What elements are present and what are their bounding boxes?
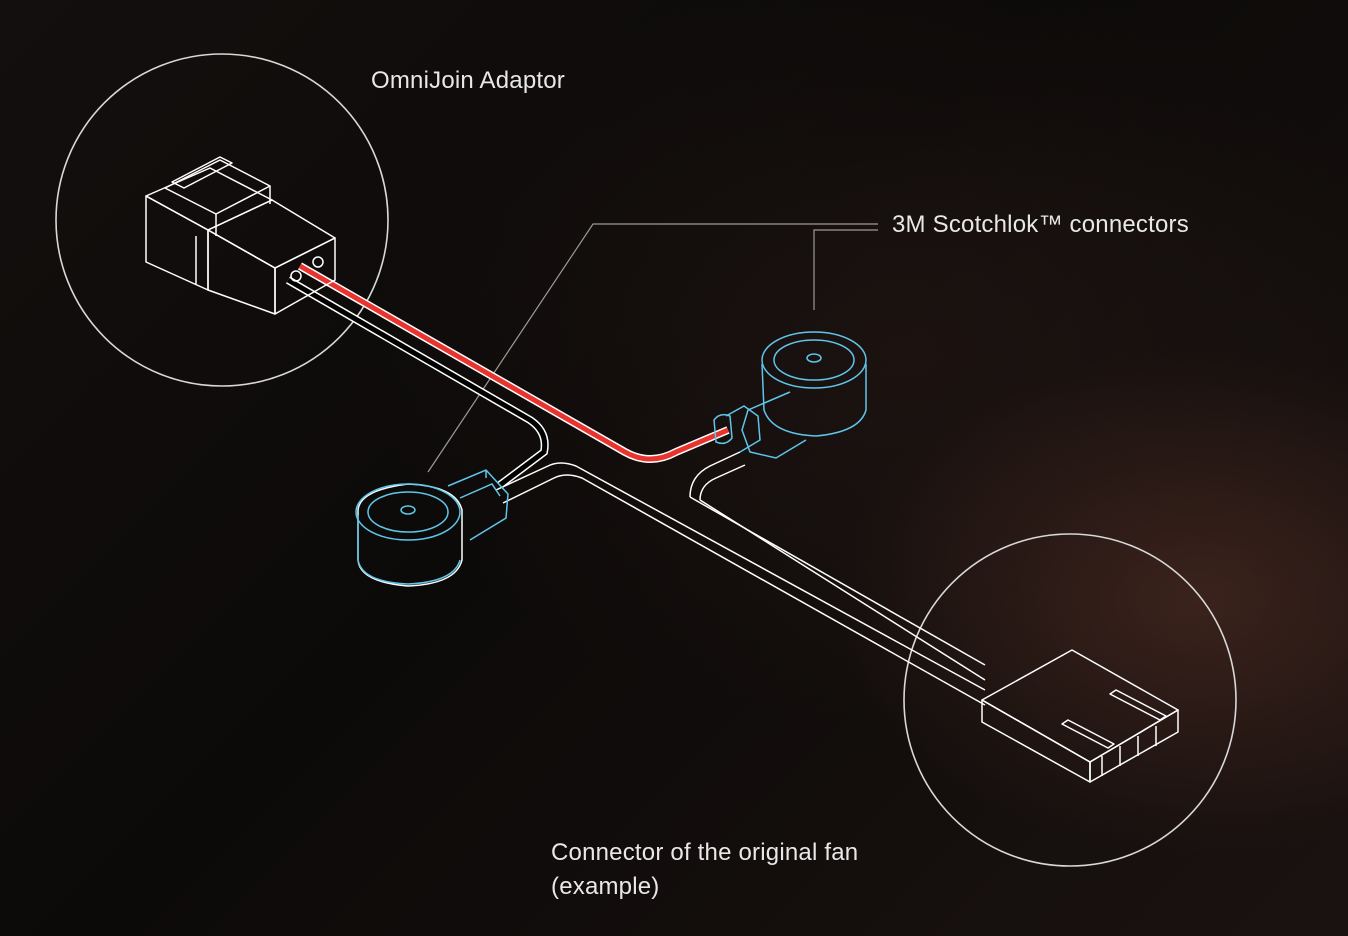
- fan-connector-drawing: [981, 649, 1179, 783]
- leader-line-right-connector: [813, 229, 878, 310]
- label-original-fan-connector: Connector of the original fan (example): [551, 836, 858, 904]
- red-wire: [298, 262, 730, 463]
- adaptor-detail-circle: [55, 53, 389, 387]
- scotchlok-connector-left: [355, 469, 509, 587]
- label-omnijoin-adaptor: OmniJoin Adaptor: [371, 67, 565, 94]
- black-wire: [285, 276, 549, 489]
- fan-connector-detail-circle: [903, 533, 1237, 867]
- omnijoin-adaptor-drawing: [145, 156, 336, 315]
- scotchlok-connector-right: [713, 331, 867, 459]
- leader-line-left-connector: [427, 223, 878, 473]
- label-fan-line1: Connector of the original fan: [551, 839, 859, 866]
- leader-lines: [427, 223, 878, 473]
- label-scotchlok-connectors: 3M Scotchlok™ connectors: [892, 211, 1189, 238]
- label-fan-line2: (example): [551, 873, 660, 900]
- fan-cable: [495, 451, 986, 706]
